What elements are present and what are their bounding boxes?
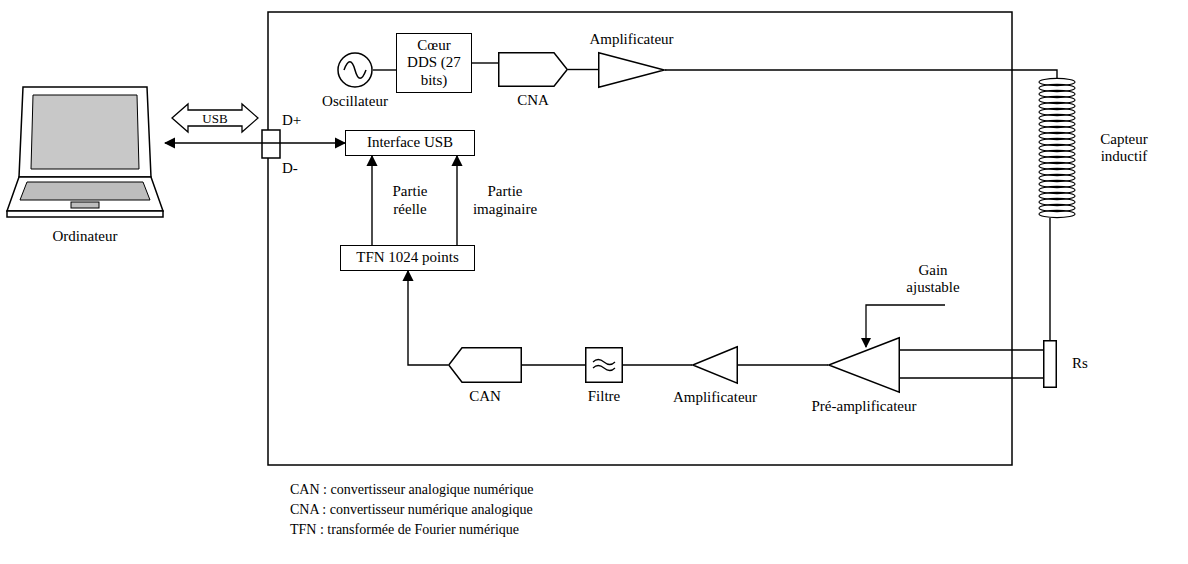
filter-wave [593, 360, 615, 365]
filter-symbol: Filtre [585, 347, 623, 383]
converter-symbol: CAN [448, 347, 522, 383]
usb-double-arrow [172, 104, 258, 132]
amplifier-symbol-shape [598, 52, 665, 88]
usb-connector [262, 130, 280, 158]
laptop-base [7, 177, 163, 211]
amplifier-symbol: Amplificateur [692, 346, 738, 384]
component-label: Amplificateur [572, 31, 692, 48]
converter-outline [449, 348, 522, 383]
converter-symbol-shape [448, 347, 522, 383]
box-label: Cœur DDS (27 bits) [403, 37, 465, 89]
connector [408, 271, 448, 365]
connector [900, 350, 1043, 378]
process-box: TFN 1024 points [340, 245, 475, 271]
connector [456, 156, 457, 245]
preamplifier-symbol-shape [828, 337, 900, 393]
edge-label: Partie imaginaire [463, 183, 547, 218]
amplifier-triangle [693, 347, 738, 384]
computer: Ordinateur [5, 85, 165, 223]
laptop-display [31, 95, 139, 169]
component-label: Ordinateur [25, 228, 145, 245]
connector [165, 142, 345, 143]
laptop-keyboard [20, 182, 150, 200]
process-box: Cœur DDS (27 bits) [396, 33, 472, 93]
connector [371, 156, 372, 245]
control-label: Gain ajustable [893, 262, 973, 297]
filter-symbol-shape [585, 347, 623, 383]
laptop-screen [19, 87, 151, 177]
connector [373, 69, 396, 70]
inductive-sensor: Capteur inductif [1038, 78, 1076, 218]
connector [665, 70, 1057, 78]
resistor-body [1044, 341, 1057, 388]
oscillator-shape [337, 52, 373, 88]
connector [623, 364, 692, 365]
connector [522, 364, 585, 365]
pin-name: D- [282, 160, 298, 177]
connector [1049, 218, 1050, 340]
connector [738, 364, 828, 365]
amplifier-symbol: Amplificateur [598, 52, 665, 88]
filter-body [586, 348, 623, 383]
edge-label: USB [200, 112, 229, 125]
sine-wave [344, 62, 366, 79]
note: TFN : transformée de Fourier numérique [290, 522, 519, 538]
box-label: Interface USB [367, 134, 453, 151]
amplifier-symbol-shape [692, 346, 738, 384]
converter-outline [499, 53, 568, 87]
coil-turn [1039, 210, 1075, 217]
component-label: Rs [1065, 355, 1095, 372]
component-label: Filtre [574, 388, 634, 405]
preamplifier-symbol: Pré-amplificateur [828, 337, 900, 393]
gain-arrow [866, 305, 945, 347]
component-label: Amplificateur [655, 389, 775, 406]
resistor-symbol-shape [1043, 340, 1057, 388]
note: CAN : convertisseur analogique numérique [290, 482, 533, 498]
note: CNA : convertisseur numérique analogique [290, 502, 533, 518]
amplifier-triangle [829, 338, 900, 393]
laptop-front [7, 211, 163, 217]
component-label: Pré-amplificateur [794, 398, 934, 415]
filter-wave [593, 366, 615, 371]
edge-label: Partie réelle [378, 183, 442, 218]
process-box: Interface USB [345, 130, 475, 156]
connector [568, 69, 598, 70]
amplifier-triangle [599, 53, 665, 88]
component-label: Oscillateur [300, 93, 410, 110]
connector [472, 62, 498, 63]
inductive-sensor-shape [1038, 78, 1076, 218]
converter-symbol-shape [498, 52, 568, 87]
laptop-touchpad [71, 202, 99, 208]
housing [268, 12, 1012, 465]
component-label: CAN [455, 388, 515, 405]
component-label: Capteur inductif [1084, 131, 1164, 166]
oscillator: Oscillateur [337, 52, 373, 88]
oscillator-circle [338, 53, 372, 87]
component-label: CNA [503, 92, 563, 109]
box-label: TFN 1024 points [356, 249, 459, 266]
computer-shape [5, 85, 165, 223]
resistor-symbol: Rs [1043, 340, 1057, 388]
converter-symbol: CNA [498, 52, 568, 87]
pin-name: D+ [282, 112, 301, 129]
